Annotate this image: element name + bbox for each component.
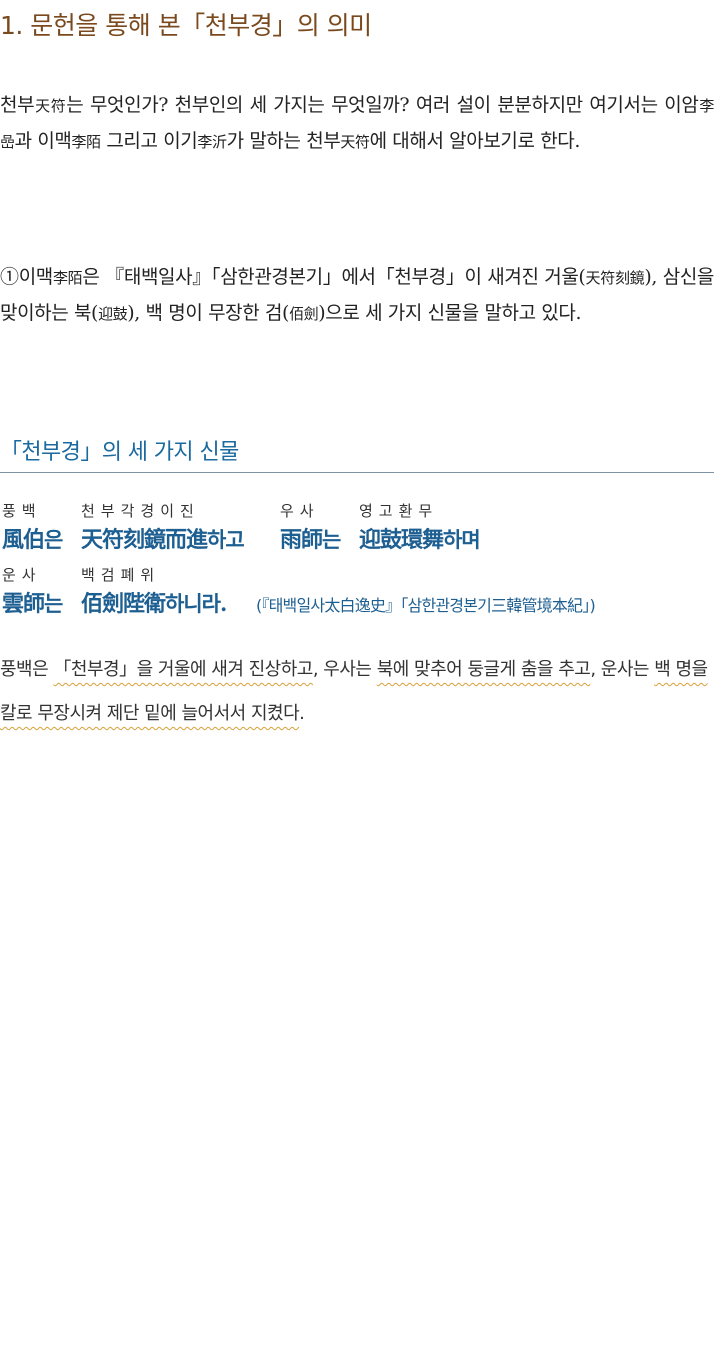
ruby-base: 雲師는 (2, 586, 63, 618)
hanja-run: 風伯 (2, 527, 45, 553)
text-run: 그리고 이기 (100, 130, 198, 152)
hangul-particle: 하고 (207, 527, 245, 552)
hangul-particle: 는 (322, 527, 341, 552)
paragraph-three-treasures: ①이맥李陌은 『태백일사』「삼한관경본기」에서「천부경」이 새겨진 거울(天符刻… (0, 260, 714, 332)
hanja-run: 天符刻鏡 (585, 269, 645, 287)
hangul-particle: 하니라. (165, 591, 227, 616)
text-run: )으로 세 가지 신물을 말하고 있다. (318, 302, 582, 324)
section-title: 1. 문헌을 통해 본「천부경」의 의미 (0, 11, 372, 40)
hanja-run: 李陌 (71, 133, 102, 151)
hanja-run: 李沂 (197, 133, 227, 151)
ruby-base: 雨師는 (280, 522, 341, 554)
sub-heading-divider (0, 472, 714, 473)
ruby-reading: 천부각경이진 (81, 502, 200, 520)
hanja-run: 天符 (34, 97, 67, 115)
source-citation: (『태백일사太白逸史』「삼한관경본기三韓管境本紀」) (256, 596, 596, 615)
hanja-run: 迎鼓 (98, 305, 128, 323)
hangul-particle: 은 (44, 527, 63, 552)
wavy-underlined-phrase: 「천부경」을 거울에 새겨 진상하고 (53, 659, 313, 680)
hanja-run: 天符 (340, 133, 370, 151)
text-run: ), 삼신을 맞이하는 북( (0, 266, 714, 324)
text-run: 는 무엇인가? 천부인의 세 가지는 무엇일까? 여러 설이 분분하지만 여기서… (66, 94, 699, 116)
text-run: ①이맥 (0, 266, 53, 288)
ruby-reading: 백검폐위 (81, 566, 161, 584)
text-run: , 우사는 (312, 659, 377, 680)
ruby-base: 迎鼓環舞하며 (359, 522, 481, 554)
text-run: 가 말하는 천부 (226, 130, 341, 152)
underlined-hanja: 佰劍陛衛 (81, 591, 166, 617)
ruby-base: 風伯은 (2, 522, 63, 554)
ruby-reading: 영고환무 (359, 502, 439, 520)
text-run: 풍백은 (0, 659, 54, 680)
translation-paragraph: 풍백은 「천부경」을 거울에 새겨 진상하고, 우사는 북에 맞추어 둥글게 춤… (0, 648, 714, 736)
text-run: , 운사는 (590, 659, 655, 680)
hanja-run: 而進 (165, 527, 208, 553)
text-run: 은 『태백일사』「삼한관경본기」에서「천부경」이 새겨진 거울( (82, 266, 586, 288)
text-run: 에 대해서 알아보기로 한다. (369, 130, 581, 152)
text-run: ), 백 명이 무장한 검( (127, 302, 290, 324)
wavy-underlined-phrase: 백 명을 칼로 무장시켜 제단 밑에 늘어서서 지켰다 (0, 659, 708, 724)
hanja-run: 雲師 (2, 591, 45, 617)
hanja-run: 李陌 (52, 269, 83, 287)
ruby-base: 佰劍陛衛하니라. (81, 586, 227, 618)
underlined-hanja: 迎鼓環舞 (359, 527, 444, 553)
underlined-hanja: 天符刻鏡 (81, 527, 166, 553)
text-run: 천부 (0, 94, 35, 116)
sub-heading: 「천부경」의 세 가지 신물 (0, 440, 239, 465)
paragraph-intro: 천부天符는 무엇인가? 천부인의 세 가지는 무엇일까? 여러 설이 분분하지만… (0, 88, 714, 160)
hanja-run: 佰劍 (289, 305, 319, 323)
text-run: . (299, 703, 305, 724)
ruby-base: 天符刻鏡而進하고 (81, 522, 245, 554)
hangul-particle: 는 (44, 591, 63, 616)
ruby-reading: 우사 (280, 502, 320, 520)
ruby-reading: 풍백 (2, 502, 42, 520)
wavy-underlined-phrase: 북에 맞추어 둥글게 춤을 추고 (376, 659, 591, 680)
hangul-particle: 하며 (443, 527, 481, 552)
hanja-run: 李嵒 (0, 97, 714, 151)
hanja-run: 雨師 (280, 527, 323, 553)
text-run: 과 이맥 (14, 130, 72, 152)
ruby-reading: 운사 (2, 566, 42, 584)
